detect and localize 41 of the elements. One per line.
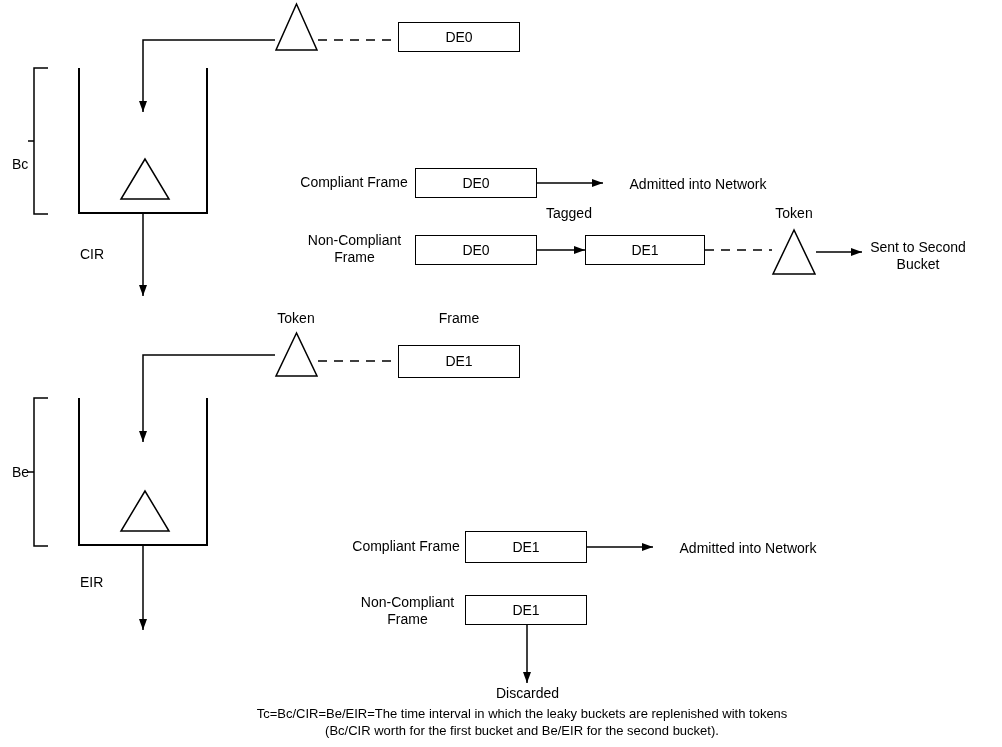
arrow: [523, 624, 531, 684]
token-triangle: [120, 158, 170, 200]
arrow: [139, 545, 147, 631]
dashed-line: [704, 249, 773, 251]
token-triangle: [772, 229, 816, 275]
node-caption: Token: [276, 310, 316, 327]
frame-box: DE1: [398, 345, 520, 378]
node-caption: Token: [774, 205, 814, 222]
frame-box: DE1: [465, 531, 587, 563]
node-caption: Frame: [437, 310, 481, 327]
arrow: [139, 354, 276, 443]
edge-label: CIR: [80, 246, 105, 263]
arrow: [586, 543, 654, 551]
arrow: [815, 248, 863, 256]
outcome-label: Admitted into Network: [603, 174, 793, 194]
outcome-label: Discarded: [480, 683, 575, 703]
frame-box: DE0: [398, 22, 520, 52]
bucket: [78, 68, 208, 214]
node-caption: Compliant Frame: [352, 538, 460, 555]
outcome-label: Admitted into Network: [653, 538, 843, 558]
frame-box: DE1: [465, 595, 587, 625]
token-triangle: [275, 3, 318, 51]
caption: Tc=Bc/CIR=Be/EIR=The time interval in which the leaky buckets are replenished with tokens (Bc/CIR worth for the first bucket and Be/EIR for the second bucket).: [255, 705, 789, 739]
arrow: [139, 213, 147, 297]
arrow: [139, 39, 276, 113]
dimension-label: Bc: [12, 156, 29, 173]
edge-label: Tagged: [546, 205, 592, 222]
bucket: [78, 398, 208, 546]
arrow: [536, 179, 604, 187]
token-triangle: [120, 490, 170, 532]
node-caption: Non-Compliant Frame: [359, 594, 456, 628]
token-triangle: [275, 332, 318, 377]
dimension-label: Be: [12, 464, 30, 481]
frame-box: DE1: [585, 235, 705, 265]
node-caption: Compliant Frame: [300, 174, 408, 191]
frame-box: DE0: [415, 235, 537, 265]
outcome-label: Sent to Second Bucket: [862, 236, 974, 276]
edge-label: EIR: [80, 574, 104, 591]
arrow: [536, 246, 586, 254]
frame-box: DE0: [415, 168, 537, 198]
node-caption: Non-Compliant Frame: [306, 232, 403, 266]
